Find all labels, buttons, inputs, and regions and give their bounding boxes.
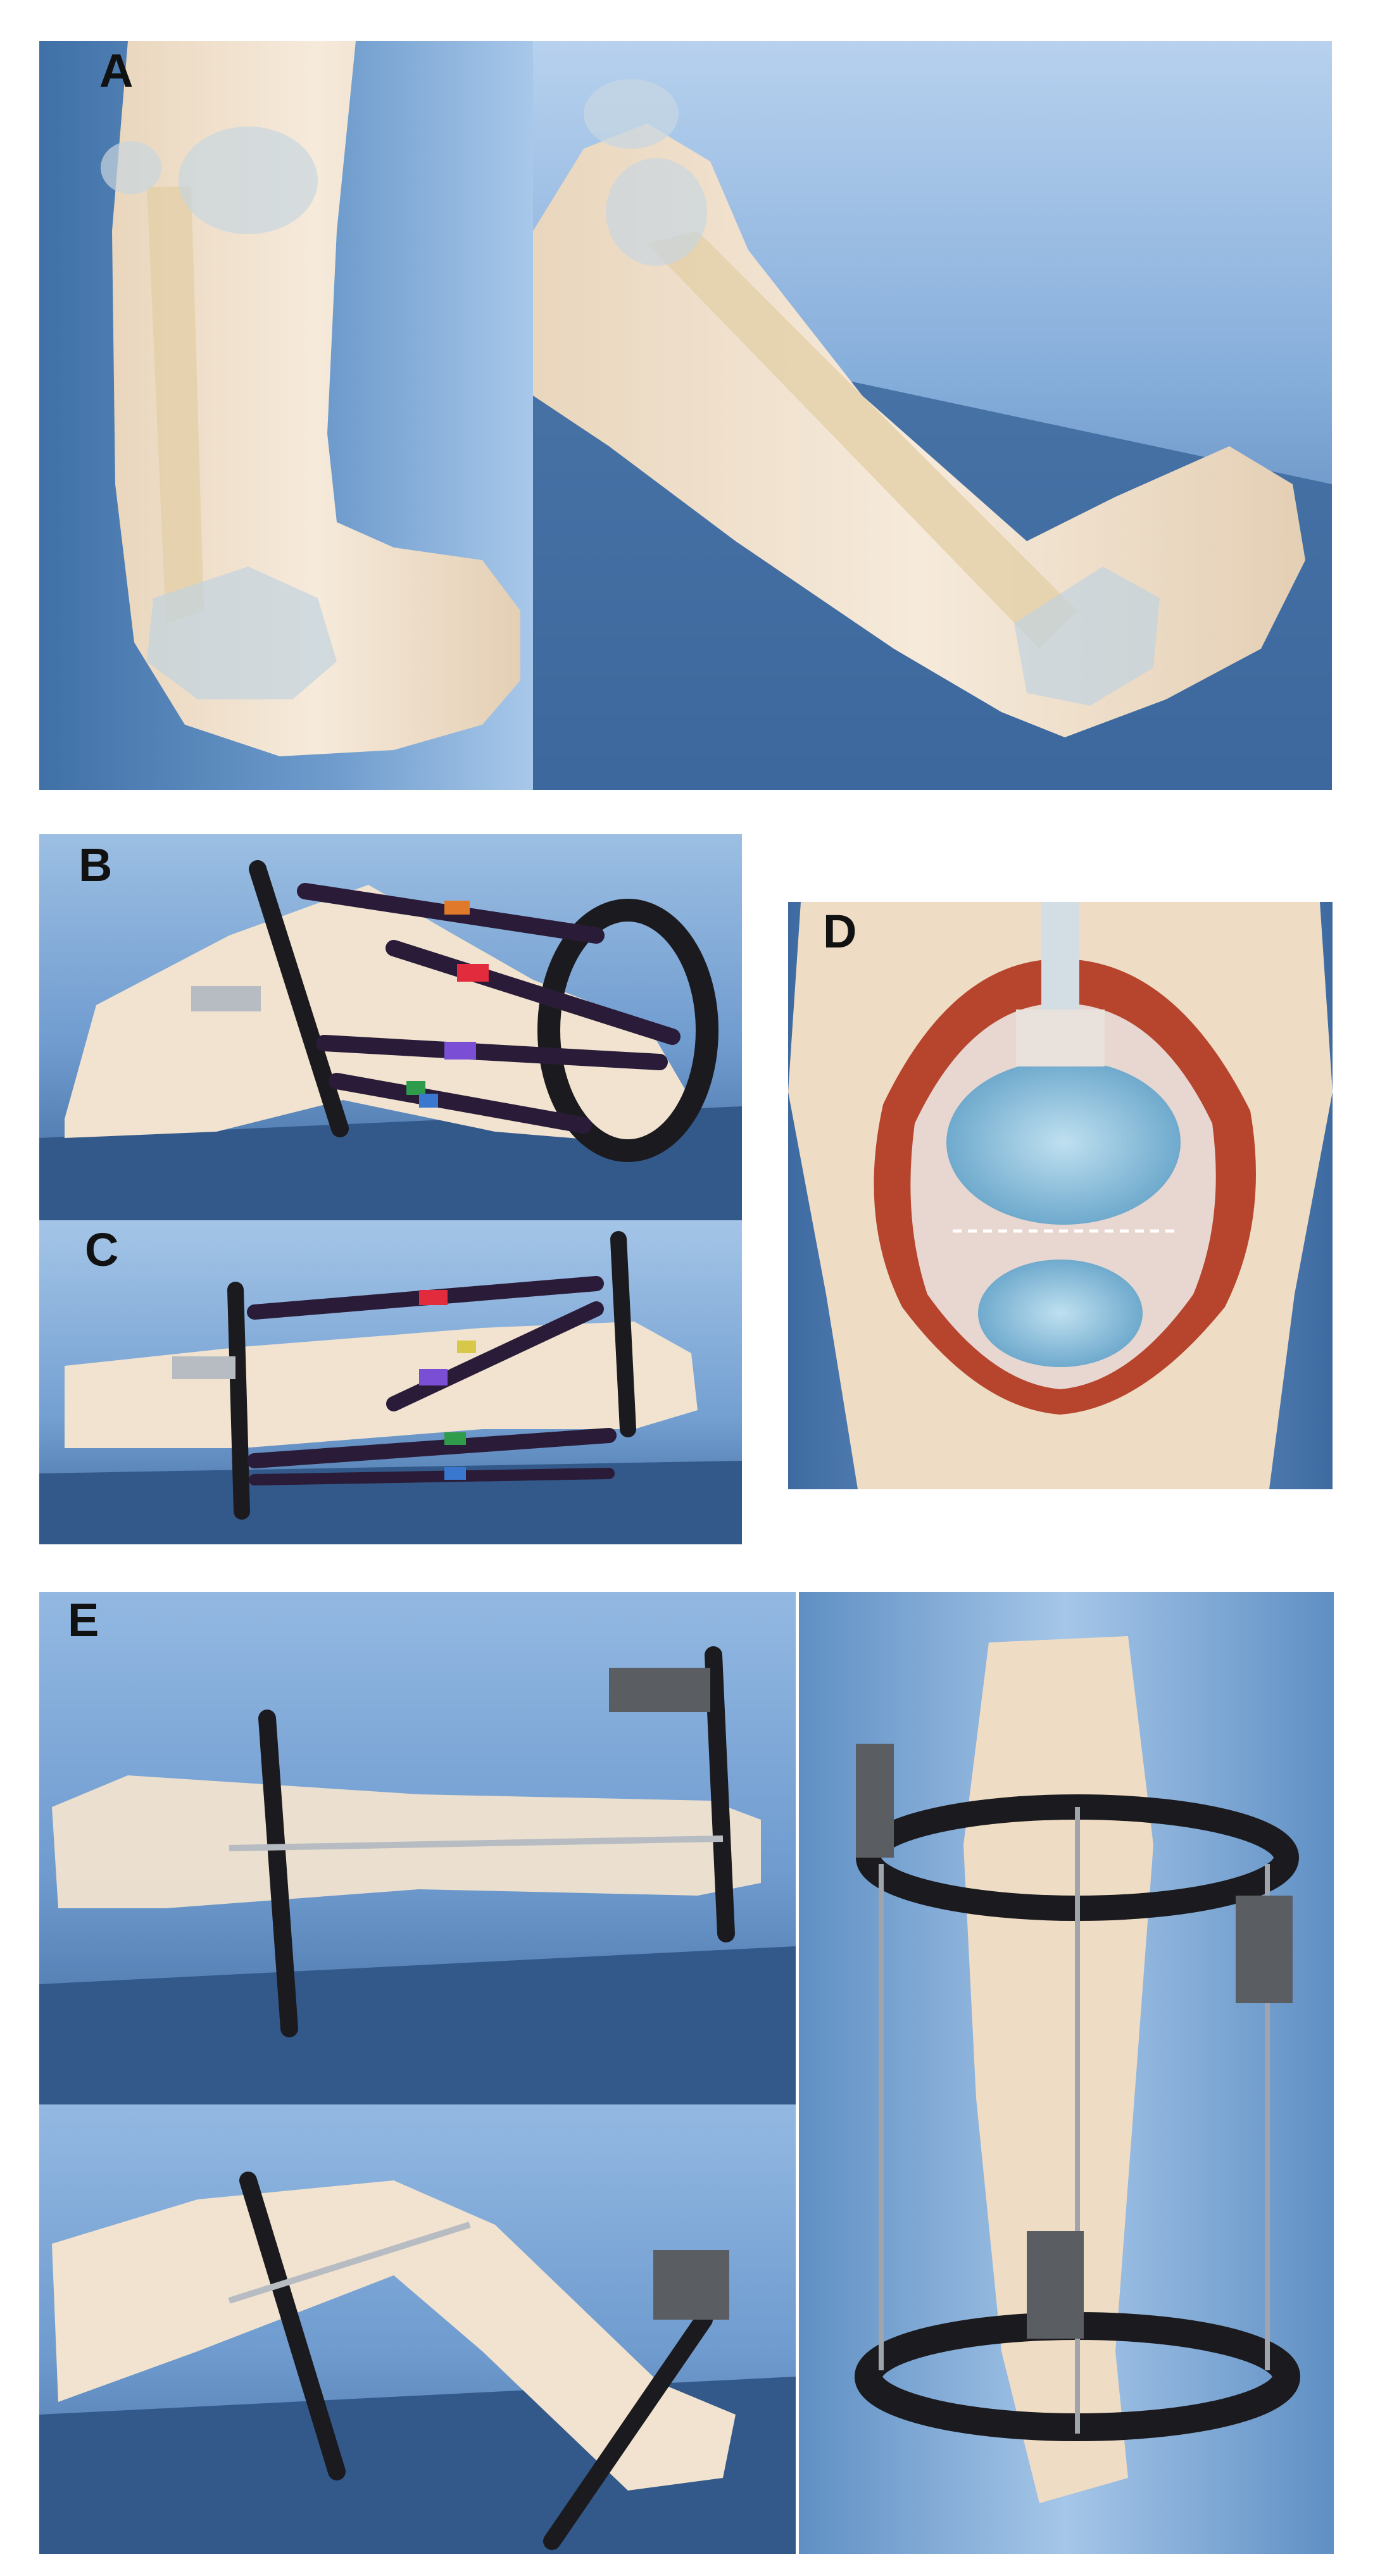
panel-e-top-left-table xyxy=(39,1946,796,2104)
panel-a-left-fibula-head xyxy=(101,141,161,194)
panel-e-bottom-left-rod xyxy=(228,2222,471,2304)
panel-e-illustration xyxy=(39,1592,1334,2554)
panel-b-pin-clamp xyxy=(191,986,261,1011)
panel-c-table xyxy=(39,1461,742,1544)
panel-c-pin-clamp xyxy=(172,1356,235,1379)
panel-a-illustration xyxy=(39,41,1332,790)
panel-c-leg xyxy=(65,1322,698,1448)
panel-c: C xyxy=(39,1220,742,1544)
panel-d-patella-retractor xyxy=(1016,1010,1105,1066)
panel-b-distal-ring xyxy=(537,899,718,1162)
panel-b: B xyxy=(39,834,742,1220)
panel-e-right-leg xyxy=(963,1636,1153,2503)
panel-d-illustration xyxy=(788,902,1333,1489)
panel-e: E xyxy=(39,1592,1334,2554)
panel-c-illustration xyxy=(39,1220,742,1544)
panel-e-top-left-proximal-ring xyxy=(258,1710,298,2037)
panel-a-left-tibia xyxy=(147,187,204,623)
panel-a: A xyxy=(39,41,1332,790)
panel-e-bottom-left-leg xyxy=(52,2180,736,2491)
panel-d-label: D xyxy=(823,905,857,958)
panel-e-top-left-clamp xyxy=(609,1668,710,1712)
panel-d: D xyxy=(788,902,1333,1489)
panel-a-label: A xyxy=(99,44,134,97)
panel-a-left-patella xyxy=(179,127,318,234)
panel-d-tibial-cartilage xyxy=(978,1260,1143,1367)
panel-a-left-foot-bones xyxy=(147,566,337,699)
panel-c-distal-ring xyxy=(610,1231,636,1437)
panel-e-right-side-clamp xyxy=(856,1744,894,1858)
panel-e-bottom-left-proximal-ring xyxy=(239,2172,346,2480)
panel-e-bottom-left-distal-ring xyxy=(543,2311,713,2550)
panel-b-strut-markers xyxy=(406,901,489,1108)
panel-b-proximal-ring xyxy=(249,860,349,1137)
panel-b-label: B xyxy=(78,839,113,891)
panel-c-label: C xyxy=(85,1223,119,1276)
panel-e-top-left-rod xyxy=(229,1835,724,1851)
panel-e-top-left-distal-ring xyxy=(705,1646,735,1942)
panel-a-right-tibial-plateau xyxy=(606,158,707,266)
panel-e-bottom-left-clamp xyxy=(653,2250,729,2320)
panel-b-illustration xyxy=(39,834,742,1220)
panel-e-right-lower-clamp xyxy=(1027,2231,1084,2339)
panel-e-right-upper-clamp xyxy=(1236,1896,1293,2003)
panel-a-right-tibia xyxy=(647,231,1077,649)
panel-e-label: E xyxy=(68,1594,99,1646)
panel-d-femoral-cartilage xyxy=(946,1060,1181,1225)
panel-b-leg xyxy=(65,885,691,1144)
panel-a-right-foot-bones xyxy=(1014,566,1160,706)
panel-a-right-patella xyxy=(584,79,679,149)
panel-c-strut-markers xyxy=(419,1290,476,1480)
panel-c-proximal-ring xyxy=(227,1282,250,1520)
